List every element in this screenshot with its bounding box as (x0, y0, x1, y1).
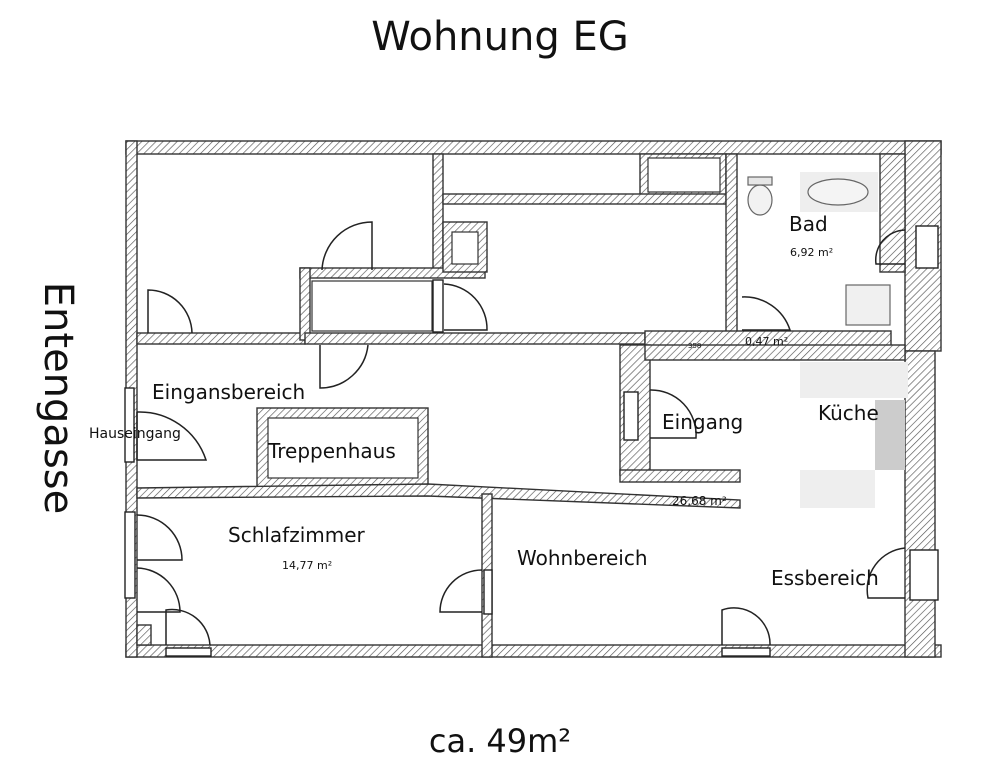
door-bad-top-right (874, 229, 906, 265)
door-bad-inner (741, 296, 792, 331)
plan-title: Wohnung EG (371, 14, 629, 60)
wall-bad-right (879, 153, 906, 273)
label-schlafzimmer-area: 14,77 m² (282, 559, 332, 572)
door-schlaf-bottom (165, 608, 211, 646)
label-hauseingang: Hauseingang (89, 426, 181, 442)
label-kueche: Küche (818, 401, 879, 425)
wall-eingang-bottom (619, 469, 741, 483)
door-wohn-bottom (721, 607, 771, 646)
frame-hauseingang (124, 387, 135, 463)
wall-mid-horizontal-left (136, 332, 306, 345)
wall-kitchen-top (644, 344, 906, 361)
frame-wohn-bottom (721, 647, 771, 657)
frame-ess-window (909, 549, 939, 601)
frame-schlaf-left (124, 511, 136, 599)
frame-eingang (623, 391, 639, 441)
door-upper-left (147, 289, 193, 334)
kitchen-counter-top (800, 362, 908, 398)
toilet-tank (747, 176, 773, 186)
label-small-code: 358 (688, 342, 701, 350)
label-treppenhaus: Treppenhaus (267, 439, 396, 463)
door-schlaf-left-lower (136, 567, 181, 613)
bathroom-fixtures (747, 172, 891, 326)
treppenhaus-inner (267, 417, 419, 479)
room-fills (267, 157, 721, 479)
label-small-area: 0,47 m² (745, 335, 788, 348)
chamber-inner (311, 280, 433, 332)
wall-diagonal (136, 483, 741, 509)
wall-chamber-bottom (304, 332, 646, 345)
label-eingang: Eingang (662, 410, 743, 434)
door-schlaf-right (439, 569, 483, 613)
door-schlaf-left-upper (136, 514, 183, 561)
kitchen-fixtures (800, 362, 908, 508)
wall-upper-divider (432, 153, 444, 271)
label-bad-area: 6,92 m² (790, 246, 833, 259)
frame-schlaf-bottom (165, 647, 212, 657)
label-bad: Bad (789, 212, 828, 236)
frame-schlaf-right (483, 569, 493, 615)
toilet-icon (747, 184, 773, 216)
frame-bad-window (915, 225, 939, 269)
frame-chamber (432, 279, 444, 333)
frames (124, 225, 939, 657)
upper-box-inner (647, 157, 721, 193)
kitchen-counter-bottom (800, 470, 875, 508)
shaft-inner (451, 231, 479, 265)
sink-icon (807, 178, 869, 206)
wall-chamber-left (299, 267, 311, 341)
doors (136, 221, 906, 646)
label-flur-area: 26,68 m² (672, 494, 727, 508)
wall-upper-box-ledge (442, 193, 727, 205)
wall-bad-left (725, 153, 738, 351)
label-essbereich: Essbereich (771, 566, 879, 590)
door-upper-middle (321, 221, 373, 271)
wall-schlaf-corner (136, 624, 152, 646)
label-wohnbereich: Wohnbereich (517, 546, 648, 570)
label-eingangsbereich: Eingansbereich (152, 380, 305, 404)
kitchen-sink (875, 400, 905, 470)
door-eingang (649, 389, 697, 439)
outer-wall-top (125, 140, 942, 155)
label-schlafzimmer: Schlafzimmer (228, 523, 366, 547)
door-hauseingang (136, 411, 208, 461)
outer-wall-bottom (125, 644, 942, 658)
door-flur-upper (319, 344, 369, 389)
total-area-label: ca. 49m² (428, 722, 572, 760)
shower-tray (845, 284, 891, 326)
door-chamber (443, 283, 488, 331)
door-ess-right (866, 547, 906, 599)
outer-wall-right-lower (904, 350, 936, 658)
